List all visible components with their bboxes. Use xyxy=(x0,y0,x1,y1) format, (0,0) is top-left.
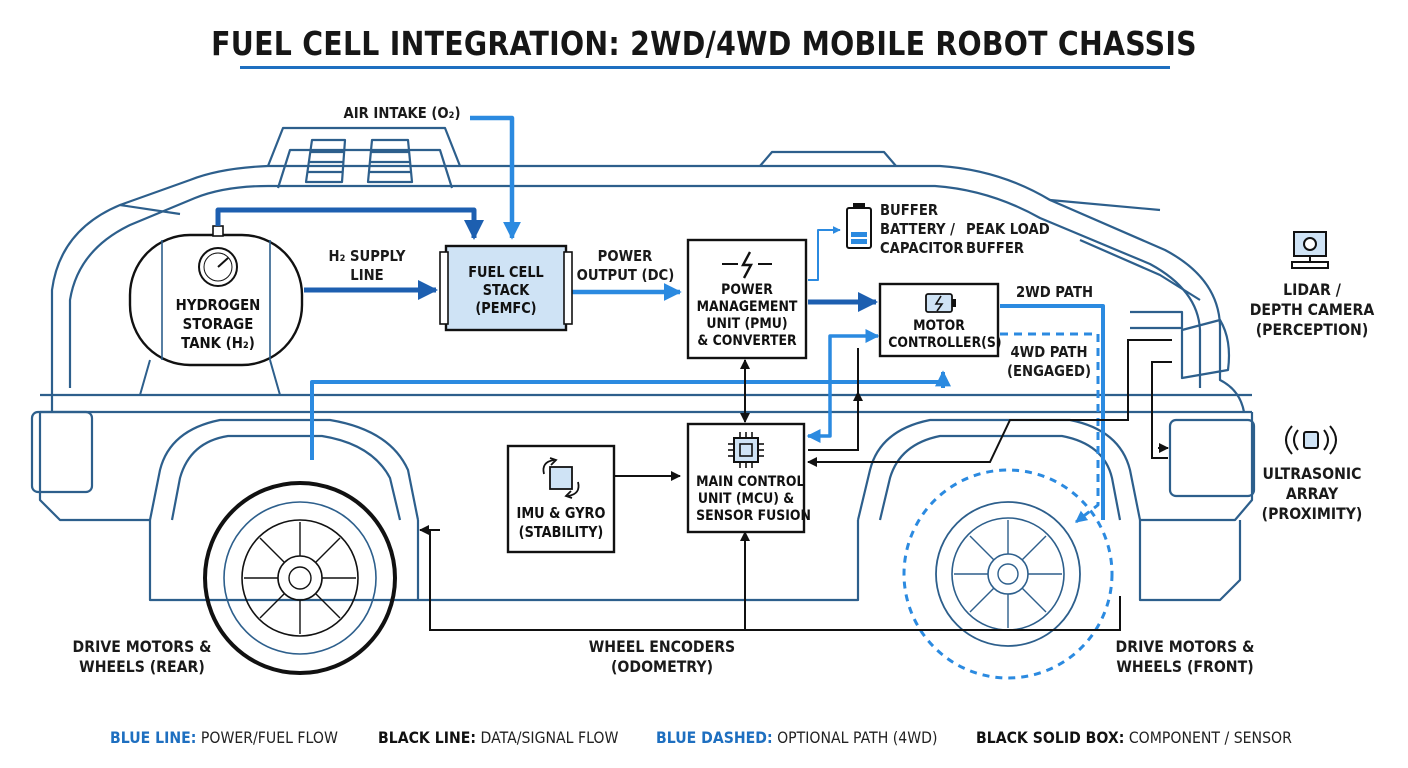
legend-item-blue-dashed: BLUE DASHED: OPTIONAL PATH (4WD) xyxy=(656,728,938,747)
ultrasonic-sensor-icon xyxy=(1285,425,1337,455)
drive-rear-label: DRIVE MOTORS &WHEELS (REAR) xyxy=(72,637,212,676)
wheel-encoders-label: WHEEL ENCODERS(ODOMETRY) xyxy=(588,637,736,676)
lidar-camera-icon xyxy=(1291,231,1329,269)
legend-item-black-line: BLACK LINE: DATA/SIGNAL FLOW xyxy=(378,728,619,747)
air-intake-label: AIR INTAKE (O₂) xyxy=(343,104,461,122)
buffer-battery-icon xyxy=(846,203,872,249)
legend: BLUE LINE: POWER/FUEL FLOW BLACK LINE: D… xyxy=(0,728,1408,752)
path-2wd-label: 2WD PATH xyxy=(1016,283,1094,301)
robot-chassis-outline xyxy=(30,126,1256,602)
fuel-cell-stack-box xyxy=(439,244,573,332)
imu-label: IMU & GYRO(STABILITY) xyxy=(516,504,606,541)
diagram-title: FUEL CELL INTEGRATION: 2WD/4WD MOBILE RO… xyxy=(211,24,1197,63)
battery-icon xyxy=(925,293,956,313)
gyroscope-icon xyxy=(542,457,580,499)
data-signal-flow-lines xyxy=(419,339,1172,631)
hydrogen-storage-tank xyxy=(128,225,304,396)
rear-wheel xyxy=(203,481,397,675)
microchip-icon xyxy=(728,432,764,468)
lidar-label: LIDAR /DEPTH CAMERA(PERCEPTION) xyxy=(1249,280,1375,339)
drive-front-label: DRIVE MOTORS &WHEELS (FRONT) xyxy=(1115,637,1255,676)
path-4wd-label: 4WD PATH(ENGAGED) xyxy=(1006,343,1091,380)
lightning-converter-icon xyxy=(722,251,772,279)
legend-item-black-box: BLACK SOLID BOX: COMPONENT / SENSOR xyxy=(976,728,1292,747)
title-underline xyxy=(240,66,1170,69)
imu-box xyxy=(506,444,616,554)
legend-item-blue-line: BLUE LINE: POWER/FUEL FLOW xyxy=(110,728,338,747)
power-fuel-flow-lines xyxy=(215,115,1105,524)
front-wheel xyxy=(902,468,1114,680)
